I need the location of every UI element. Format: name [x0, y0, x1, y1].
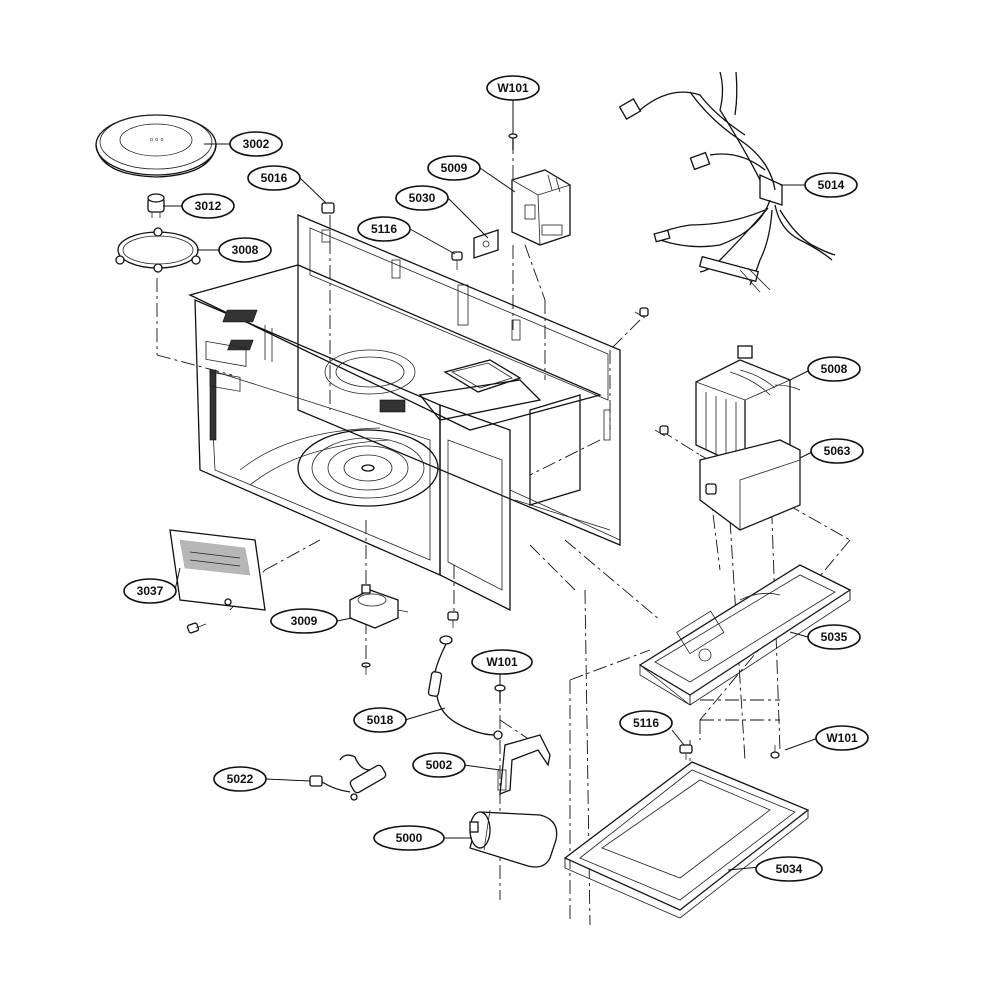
svg-text:5116: 5116 — [371, 222, 397, 236]
magnetron — [511, 169, 571, 246]
callout-w101-top: W101 — [486, 75, 540, 101]
svg-text:5030: 5030 — [409, 191, 436, 205]
svg-text:5008: 5008 — [821, 362, 848, 376]
screw-motor — [361, 662, 371, 675]
svg-text:3009: 3009 — [291, 614, 318, 628]
callout-5022: 5022 — [213, 766, 267, 792]
callout-5063: 5063 — [810, 438, 864, 464]
svg-text:5034: 5034 — [776, 862, 803, 876]
svg-text:5009: 5009 — [441, 161, 468, 175]
screw-upper — [451, 251, 463, 270]
screw-lower — [679, 744, 693, 760]
callout-5030: 5030 — [395, 185, 449, 211]
callout-5009: 5009 — [427, 155, 481, 181]
callout-3002: 3002 — [229, 131, 283, 157]
base-chassis-tray — [638, 564, 852, 706]
wire-harness — [618, 71, 836, 293]
callout-5018: 5018 — [353, 707, 407, 733]
svg-text:W101: W101 — [497, 81, 529, 95]
bottom-plate — [563, 761, 810, 919]
callout-5035: 5035 — [807, 624, 861, 650]
screw-w101-lower-right — [770, 745, 780, 759]
screw-back-top — [634, 307, 649, 319]
callout-3012: 3012 — [181, 193, 235, 219]
thermal-bracket — [473, 229, 499, 259]
svg-text:5014: 5014 — [818, 178, 845, 192]
callout-5000: 5000 — [373, 825, 445, 851]
svg-text:5035: 5035 — [821, 630, 848, 644]
callout-5034: 5034 — [755, 856, 823, 882]
svg-text:5116: 5116 — [633, 716, 659, 730]
callout-5014: 5014 — [804, 172, 858, 198]
fuse-wire-assembly — [309, 754, 387, 801]
svg-text:W101: W101 — [826, 731, 858, 745]
screw-vent — [186, 622, 207, 634]
callout-3008: 3008 — [218, 237, 272, 263]
turntable-coupler — [147, 193, 165, 218]
capacitor-bracket — [497, 734, 551, 796]
svg-text:5016: 5016 — [261, 171, 288, 185]
svg-text:5022: 5022 — [227, 772, 254, 786]
small-clip — [321, 202, 335, 214]
screw-cavity-bottom — [447, 611, 459, 628]
svg-text:3008: 3008 — [232, 243, 259, 257]
high-voltage-capacitor — [469, 809, 558, 868]
svg-text:ᵒ ᵒ ᵒ: ᵒ ᵒ ᵒ — [150, 136, 164, 145]
callout-5002: 5002 — [412, 752, 466, 778]
turntable-glass-tray: ᵒ ᵒ ᵒ — [95, 114, 217, 178]
callout-w101-middle: W101 — [471, 649, 533, 675]
vent-cover-plate — [169, 529, 266, 611]
callout-3009: 3009 — [270, 608, 338, 634]
callout-5116-upper: 5116 — [357, 216, 411, 242]
svg-text:3037: 3037 — [137, 584, 164, 598]
transformer-base-bracket — [699, 439, 801, 531]
screw-w101-top — [508, 133, 518, 150]
roller-ring — [115, 227, 201, 273]
callout-w101-right: W101 — [815, 725, 869, 751]
turntable-motor — [349, 584, 409, 629]
screw-w101-middle — [494, 684, 506, 702]
svg-text:5002: 5002 — [426, 758, 453, 772]
svg-text:3002: 3002 — [243, 137, 270, 151]
callout-3037: 3037 — [123, 578, 177, 604]
svg-text:3012: 3012 — [195, 199, 222, 213]
callout-5016: 5016 — [247, 165, 301, 191]
svg-text:W101: W101 — [486, 655, 518, 669]
svg-text:5000: 5000 — [396, 831, 423, 845]
callout-5008: 5008 — [807, 356, 861, 382]
svg-text:5063: 5063 — [824, 444, 851, 458]
svg-text:5018: 5018 — [367, 713, 394, 727]
screw-back-mid — [654, 425, 669, 437]
oven-cavity-chassis — [188, 214, 621, 612]
sensor-wire-lead — [427, 635, 503, 740]
callout-leaders — [163, 98, 819, 871]
callout-5116-lower: 5116 — [619, 710, 673, 736]
